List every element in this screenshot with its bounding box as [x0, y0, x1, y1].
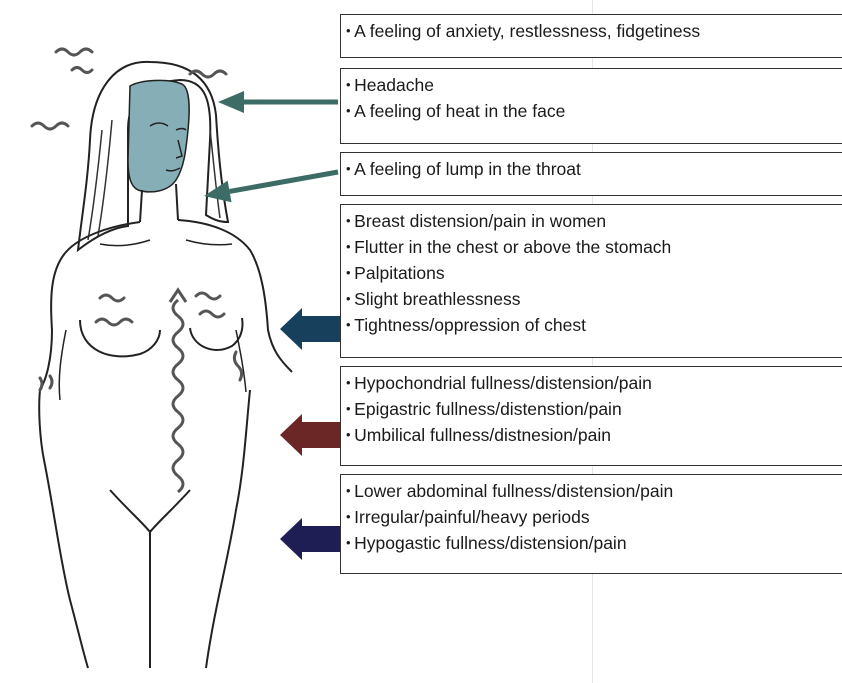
squiggle [96, 319, 132, 325]
arm-right [236, 330, 246, 392]
symptom-item: Breast distension/pain in women [346, 208, 842, 234]
squiggle [72, 68, 92, 73]
symptom-item: Flutter in the chest or above the stomac… [346, 234, 842, 260]
symptom-list: A feeling of lump in the throat [346, 156, 842, 182]
symptom-list: Breast distension/pain in womenFlutter i… [346, 208, 842, 338]
symptom-item: A feeling of heat in the face [346, 98, 842, 124]
symptom-list: HeadacheA feeling of heat in the face [346, 72, 842, 124]
block-arrow-lower-abdomen [280, 518, 340, 560]
face [128, 80, 189, 191]
symptom-list: Lower abdominal fullness/distension/pain… [346, 478, 842, 556]
symptom-item: Lower abdominal fullness/distension/pain [346, 478, 842, 504]
symptom-item: Headache [346, 72, 842, 98]
symptom-list: A feeling of anxiety, restlessness, fidg… [346, 18, 842, 44]
body-outline [39, 220, 292, 668]
symptom-box-mind: A feeling of anxiety, restlessness, fidg… [340, 14, 842, 58]
squiggle [196, 293, 220, 299]
qi-chain [173, 300, 183, 492]
symptom-item: Hypogastic fullness/distension/pain [346, 530, 842, 556]
squiggle [200, 311, 224, 317]
symptom-box-chest: Breast distension/pain in womenFlutter i… [340, 204, 842, 358]
clavicle [100, 240, 150, 246]
squiggle [32, 123, 68, 129]
symptom-item: Palpitations [346, 260, 842, 286]
symptom-item: Slight breathlessness [346, 286, 842, 312]
clavicle [186, 240, 232, 245]
squiggle [100, 295, 124, 301]
arm-left [59, 330, 66, 400]
symptom-item: Hypochondrial fullness/distension/pain [346, 370, 842, 396]
symptom-box-lower-abdomen: Lower abdominal fullness/distension/pain… [340, 474, 842, 574]
breast-left [80, 320, 160, 356]
symptom-box-upper-abdomen: Hypochondrial fullness/distension/painEp… [340, 366, 842, 466]
symptom-item: A feeling of lump in the throat [346, 156, 842, 182]
arrow-shaft-throat [230, 172, 338, 191]
arrow-head-head [218, 91, 244, 113]
symptom-item: Irregular/painful/heavy periods [346, 504, 842, 530]
block-arrow-chest [280, 308, 340, 350]
symptom-item: Tightness/oppression of chest [346, 312, 842, 338]
block-arrow-upper-abdomen [280, 414, 340, 456]
groin [110, 490, 190, 532]
symptom-box-head: HeadacheA feeling of heat in the face [340, 68, 842, 144]
squiggle [56, 49, 92, 55]
symptom-box-throat: A feeling of lump in the throat [340, 152, 842, 196]
symptom-list: Hypochondrial fullness/distension/painEp… [346, 370, 842, 448]
arrows [204, 91, 340, 560]
symptom-item: Epigastric fullness/distenstion/pain [346, 396, 842, 422]
breast-right [190, 318, 243, 350]
symptom-item: A feeling of anxiety, restlessness, fidg… [346, 18, 842, 44]
symptom-item: Umbilical fullness/distnesion/pain [346, 422, 842, 448]
